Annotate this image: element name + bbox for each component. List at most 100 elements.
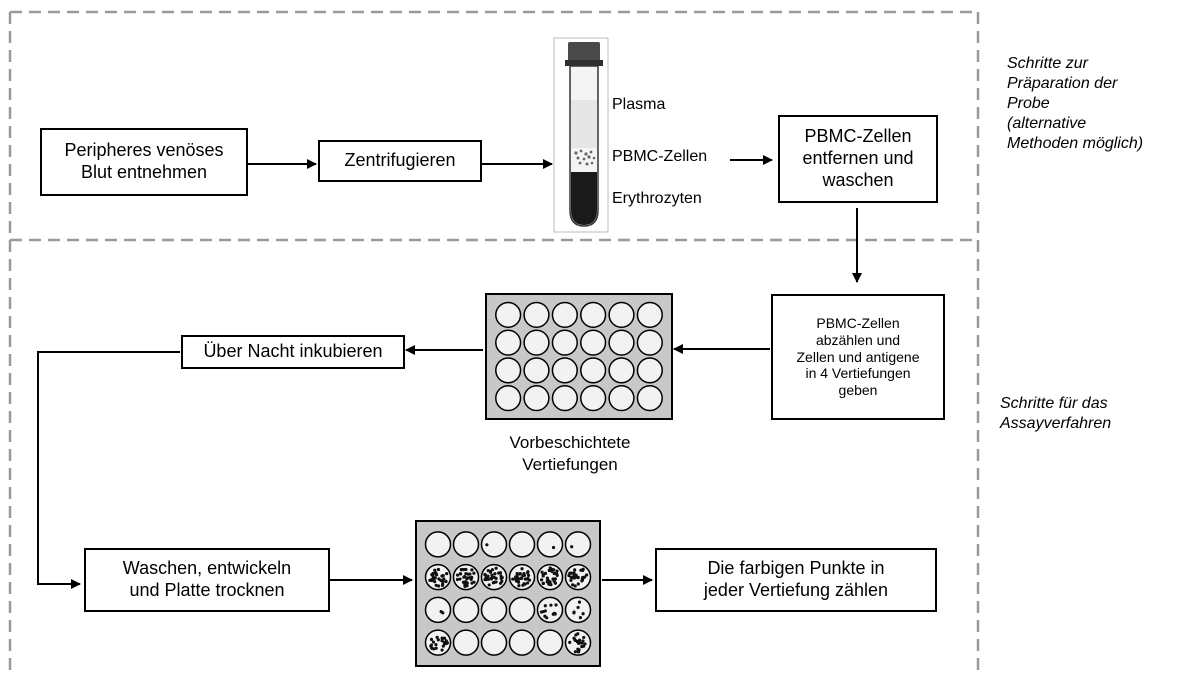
spot-dot (526, 573, 531, 578)
tube-label-plasma: Plasma (612, 96, 666, 113)
plate-well (551, 301, 578, 328)
centrifuge-tube-icon (553, 37, 609, 233)
plate-well (424, 563, 452, 591)
spot-dot (547, 568, 551, 573)
spot-dot (553, 577, 557, 581)
spot-dot (539, 610, 544, 614)
spot-dot (523, 577, 527, 581)
plate-well (636, 329, 663, 356)
spot-dot (441, 644, 445, 648)
spot-dot (543, 571, 548, 575)
plate-well (523, 329, 550, 356)
step-centrifuge-label: Zentrifugieren (344, 150, 456, 171)
spot-dot (541, 581, 546, 586)
spot-dot (494, 566, 498, 570)
spot-dot (581, 568, 585, 573)
spot-dot (491, 581, 495, 585)
spot-dot (573, 584, 577, 588)
spot-dot (486, 577, 491, 581)
spot-dot (487, 583, 491, 587)
spot-dot (463, 582, 467, 586)
spot-dot (485, 543, 489, 547)
plate-well (580, 385, 607, 412)
spot-dot (466, 572, 470, 576)
spot-dot (543, 609, 547, 613)
spot-dot (578, 616, 583, 620)
spot-dot (583, 642, 587, 646)
spot-dot (569, 575, 573, 579)
spot-dot (455, 573, 460, 577)
step-remove-wash-label: PBMC-Zellen entfernen und waschen (802, 126, 914, 190)
spot-dot (497, 571, 501, 575)
step-draw-blood-label: Peripheres venöses Blut entnehmen (64, 140, 224, 182)
spot-dot (519, 576, 523, 580)
spot-dot (493, 572, 497, 576)
spot-dot (548, 580, 552, 584)
plate-well (508, 596, 536, 624)
spot-dot (489, 576, 494, 580)
spot-dot (540, 578, 544, 582)
plate-well (608, 329, 635, 356)
spot-dot (465, 576, 469, 580)
spot-dot (576, 647, 580, 651)
spot-dot (526, 571, 530, 575)
spot-dot (470, 581, 474, 585)
plate-well (536, 629, 564, 656)
step-incubate-label: Über Nacht inkubieren (203, 341, 383, 362)
spot-dot (462, 567, 466, 572)
spot-dot (576, 605, 580, 610)
spot-dot (572, 611, 576, 615)
spot-dot (437, 584, 441, 588)
spot-dot (568, 640, 572, 644)
spot-dot (432, 647, 436, 651)
spot-dot (574, 633, 578, 637)
plate-well (636, 357, 663, 384)
plate-well (480, 531, 508, 558)
plate-well (480, 596, 508, 624)
spot-dot (551, 577, 555, 581)
section-frame (8, 10, 980, 675)
spot-dot (442, 577, 446, 581)
spot-dot (486, 569, 490, 573)
spot-dot (465, 584, 469, 588)
spot-dot (548, 566, 552, 570)
step-wash-develop-box: Waschen, entwickeln und Platte trocknen (84, 548, 330, 612)
step-draw-blood-box: Peripheres venöses Blut entnehmen (40, 128, 248, 196)
spot-dot (581, 612, 585, 616)
spot-dot (552, 568, 556, 572)
spot-dot (436, 567, 441, 572)
spot-dot (576, 582, 580, 586)
arrow-incubate-to-wash (37, 351, 180, 589)
spot-dot (573, 568, 577, 572)
step-wash-develop-label: Waschen, entwickeln und Platte trocknen (122, 558, 292, 600)
spot-dot (431, 571, 435, 576)
spot-dot (462, 575, 466, 579)
precoated-plate-icon (485, 293, 673, 420)
spot-dot (511, 577, 515, 581)
spot-dot (555, 573, 559, 577)
tube-label-erythrocytes: Erythrozyten (612, 190, 702, 207)
spot-dot (570, 545, 574, 549)
step-remove-wash-box: PBMC-Zellen entfernen und waschen (778, 115, 938, 203)
plate-well (564, 531, 592, 558)
spot-dot (440, 639, 444, 643)
spot-dot (433, 576, 437, 580)
spot-dot (444, 579, 448, 584)
spot-dot (455, 577, 460, 582)
step-incubate-box: Über Nacht inkubieren (181, 335, 405, 369)
spot-dot (445, 641, 449, 645)
plate-well (424, 531, 452, 558)
step-count-cells-box: PBMC-Zellen abzählen und Zellen und anti… (771, 294, 945, 420)
spot-dot (434, 571, 438, 575)
spot-dot (434, 642, 438, 647)
plate-well (580, 301, 607, 328)
spot-dot (428, 578, 432, 582)
plate-well (551, 329, 578, 356)
spot-dot (434, 583, 438, 587)
spot-dot (515, 574, 519, 578)
spot-dot (567, 573, 571, 578)
spot-dot (433, 580, 437, 584)
spot-dot (490, 573, 494, 577)
spot-dot (552, 571, 556, 576)
step-count-spots-box: Die farbigen Punkte in jeder Vertiefung … (655, 548, 937, 612)
